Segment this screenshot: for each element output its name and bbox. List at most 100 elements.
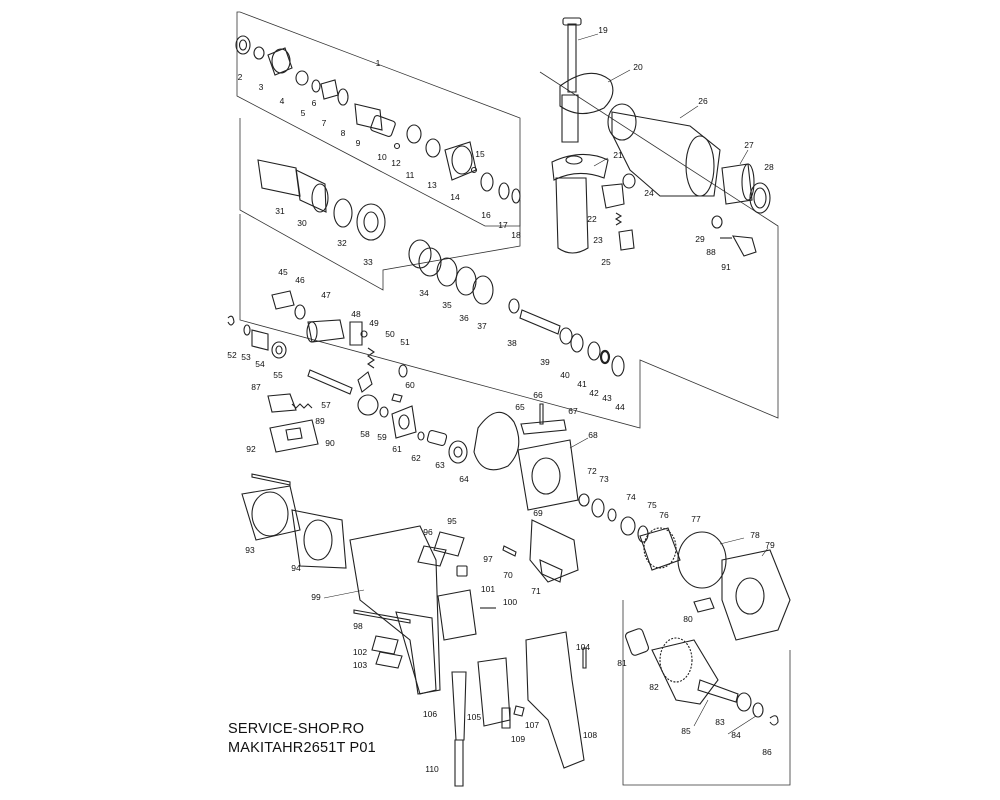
part-number-37: 37 bbox=[477, 321, 487, 331]
part-number-75: 75 bbox=[647, 500, 657, 510]
part-number-83: 83 bbox=[715, 717, 725, 727]
part-97-shape bbox=[456, 565, 468, 577]
part-number-105: 105 bbox=[467, 712, 481, 722]
part-number-52: 52 bbox=[227, 350, 237, 360]
part-number-11: 11 bbox=[406, 170, 415, 180]
leader-19 bbox=[577, 33, 599, 41]
part-29-shape bbox=[711, 215, 723, 229]
part-26-nose bbox=[607, 103, 637, 141]
part-99-grip bbox=[395, 611, 437, 695]
part-2-shape bbox=[235, 35, 251, 55]
part-61-hole bbox=[398, 414, 410, 430]
part-number-34: 34 bbox=[419, 288, 429, 298]
part-number-60: 60 bbox=[405, 380, 415, 390]
part-number-46: 46 bbox=[295, 275, 305, 285]
part-50-shape bbox=[367, 347, 375, 369]
part-66-shape bbox=[539, 403, 544, 425]
part-number-54: 54 bbox=[255, 359, 265, 369]
part-18-shape bbox=[511, 188, 521, 204]
part-69-shape bbox=[529, 519, 579, 583]
part-number-64: 64 bbox=[459, 474, 469, 484]
part-105-shape bbox=[477, 657, 511, 727]
part-number-35: 35 bbox=[442, 300, 452, 310]
part-number-84: 84 bbox=[731, 730, 741, 740]
part-78-shape bbox=[677, 531, 727, 589]
part-number-99: 99 bbox=[311, 592, 321, 602]
part-number-29: 29 bbox=[695, 234, 705, 244]
part-38-shape bbox=[508, 298, 520, 314]
part-number-45: 45 bbox=[278, 267, 288, 277]
part-number-59: 59 bbox=[377, 432, 387, 442]
part-number-98: 98 bbox=[353, 621, 363, 631]
part-number-103: 103 bbox=[353, 660, 367, 670]
part-34-b bbox=[418, 247, 442, 277]
part-number-50: 50 bbox=[385, 329, 395, 339]
part-45-shape bbox=[271, 290, 295, 310]
leader-68 bbox=[569, 437, 589, 449]
leader-85 bbox=[693, 699, 709, 727]
part-number-5: 5 bbox=[301, 108, 306, 118]
part-number-96: 96 bbox=[423, 527, 433, 537]
part-number-32: 32 bbox=[337, 238, 347, 248]
part-number-22: 22 bbox=[587, 214, 597, 224]
part-53-shape bbox=[243, 324, 251, 336]
part-number-16: 16 bbox=[481, 210, 491, 220]
part-14-ring bbox=[451, 145, 473, 175]
part-57-shape bbox=[307, 369, 353, 395]
part-number-78: 78 bbox=[750, 530, 760, 540]
leader-79 bbox=[761, 547, 769, 557]
part-43-shape bbox=[599, 349, 611, 365]
part-81-shape bbox=[625, 628, 649, 656]
part-64-shape bbox=[448, 440, 468, 464]
part-47-shape bbox=[307, 319, 345, 343]
part-44-shape bbox=[611, 355, 625, 377]
part-82-shape bbox=[651, 639, 719, 705]
part-73-shape bbox=[591, 498, 605, 518]
part-number-81: 81 bbox=[617, 658, 627, 668]
part-24-shape bbox=[622, 173, 636, 189]
part-32-shape bbox=[333, 198, 353, 228]
boundary-group-3 bbox=[239, 71, 779, 429]
boundary-group-2 bbox=[239, 118, 521, 291]
part-77-shape bbox=[639, 527, 681, 571]
leader-26 bbox=[679, 105, 699, 119]
part-109-shape bbox=[501, 707, 511, 729]
part-number-30: 30 bbox=[297, 218, 307, 228]
part-8-shape bbox=[337, 88, 349, 106]
part-2-inner bbox=[238, 39, 248, 51]
part-94-shape bbox=[291, 509, 347, 569]
part-39-shape bbox=[519, 309, 561, 335]
part-28-shape bbox=[749, 182, 771, 214]
switch-plate-assembly bbox=[267, 393, 319, 453]
part-number-53: 53 bbox=[241, 352, 251, 362]
part-number-28: 28 bbox=[764, 162, 774, 172]
part-number-31: 31 bbox=[275, 206, 285, 216]
part-number-7: 7 bbox=[322, 118, 327, 128]
part-19-shape bbox=[567, 23, 577, 93]
part-10-shape bbox=[370, 115, 396, 137]
part-number-58: 58 bbox=[360, 429, 370, 439]
part-30-end bbox=[311, 183, 329, 213]
part-number-68: 68 bbox=[588, 430, 598, 440]
part-33-shape bbox=[356, 203, 386, 241]
part-number-51: 51 bbox=[400, 337, 410, 347]
part-22-shape bbox=[601, 183, 625, 209]
part-17-shape bbox=[498, 182, 510, 200]
part-68-shape bbox=[517, 439, 579, 511]
part-number-72: 72 bbox=[587, 466, 597, 476]
part-101-shape bbox=[437, 589, 477, 641]
part-107-shape bbox=[513, 705, 525, 717]
part-number-40: 40 bbox=[560, 370, 570, 380]
part-79-shape bbox=[721, 549, 791, 641]
part-58-shape bbox=[357, 394, 379, 416]
part-number-87: 87 bbox=[251, 382, 261, 392]
part-number-92: 92 bbox=[246, 444, 256, 454]
part-number-66: 66 bbox=[533, 390, 543, 400]
leader-78 bbox=[719, 537, 745, 545]
part-60-shape bbox=[391, 393, 403, 403]
part-75-shape bbox=[620, 516, 636, 536]
part-86-shape bbox=[769, 715, 779, 726]
part-number-93: 93 bbox=[245, 545, 255, 555]
part-62-shape bbox=[417, 431, 425, 441]
part-number-8: 8 bbox=[341, 128, 346, 138]
